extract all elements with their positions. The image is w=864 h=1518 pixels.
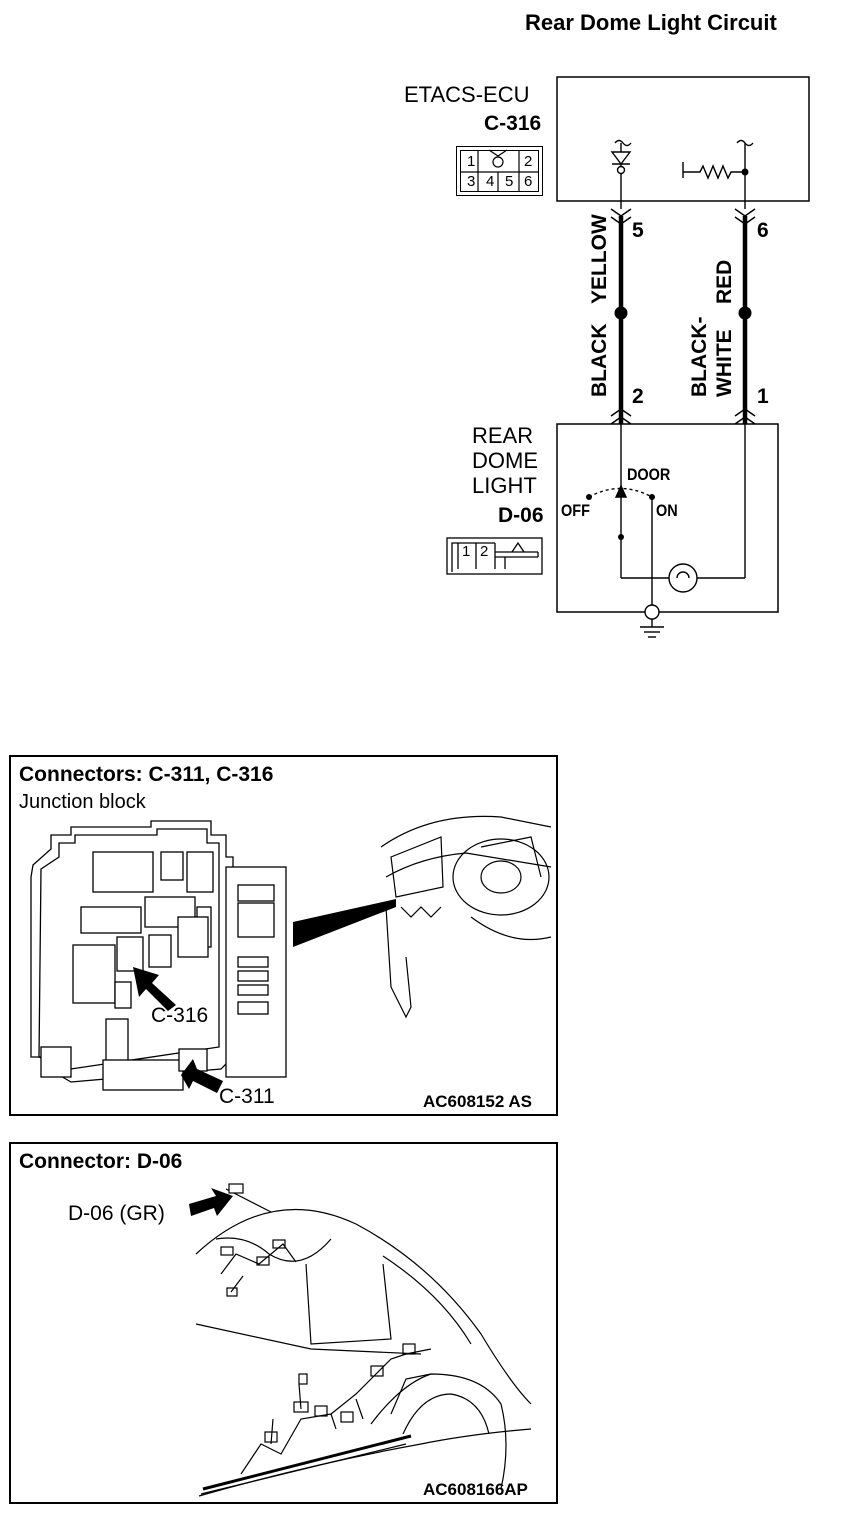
diagram-title: Rear Dome Light Circuit bbox=[525, 10, 777, 35]
splice-right bbox=[738, 306, 752, 320]
wire-color-white: WHITE bbox=[713, 329, 736, 397]
wire-color-black-dash: BLACK- bbox=[688, 316, 711, 397]
ecu-connector-grid: 1 2 3 4 5 6 bbox=[456, 146, 543, 196]
ecu-pin-3: 3 bbox=[467, 173, 476, 190]
dome-pin-2: 2 bbox=[480, 543, 489, 560]
panel-d06-location: Connector: D-06 bbox=[9, 1142, 558, 1504]
ecu-pin-4: 4 bbox=[486, 173, 495, 190]
panel2-title: Connector: D-06 bbox=[19, 1150, 183, 1173]
switch-door-label: DOOR bbox=[627, 465, 671, 484]
dome-name-line1: REAR bbox=[472, 423, 534, 448]
dome-name-line2: DOME bbox=[472, 448, 538, 473]
pin-number-2: 2 bbox=[632, 385, 644, 408]
panel-junction-block: Connectors: C-311, C-316 Junction block bbox=[9, 755, 558, 1116]
circuit-drawing bbox=[446, 76, 810, 638]
ecu-pin-5: 5 bbox=[505, 173, 514, 190]
junction-block-illustration bbox=[30, 815, 552, 1093]
dome-connector-id: D-06 bbox=[498, 504, 544, 527]
pin-number-5: 5 bbox=[632, 219, 644, 242]
panel1-code: AC608152 AS bbox=[423, 1092, 532, 1111]
pin-number-1: 1 bbox=[757, 385, 769, 408]
pin-number-6: 6 bbox=[757, 219, 769, 242]
dome-pin-1: 1 bbox=[462, 543, 471, 560]
callout-c311: C-311 bbox=[219, 1085, 275, 1108]
dome-name-line3: LIGHT bbox=[472, 473, 537, 498]
wire-color-red: RED bbox=[713, 259, 736, 304]
switch-off-label: OFF bbox=[561, 501, 590, 520]
callout-d06: D-06 (GR) bbox=[68, 1202, 165, 1225]
switch-on-label: ON bbox=[656, 501, 678, 520]
ecu-connector-id: C-316 bbox=[484, 112, 542, 135]
wire-color-black: BLACK bbox=[588, 323, 611, 398]
ecu-pin-2: 2 bbox=[524, 153, 533, 170]
vehicle-illustration bbox=[189, 1183, 532, 1497]
panel1-subtitle: Junction block bbox=[19, 791, 146, 813]
panel2-code: AC608166AP bbox=[423, 1480, 528, 1499]
panel1-title: Connectors: C-311, C-316 bbox=[19, 763, 274, 786]
ecu-pin-1: 1 bbox=[467, 153, 476, 170]
ecu-box bbox=[556, 76, 810, 202]
ecu-name: ETACS-ECU bbox=[404, 82, 530, 107]
callout-c316: C-316 bbox=[151, 1004, 209, 1027]
ecu-pin-6: 6 bbox=[524, 173, 533, 190]
dome-box bbox=[556, 423, 779, 613]
splice-left bbox=[614, 306, 628, 320]
wire-color-yellow: YELLOW bbox=[588, 214, 611, 304]
